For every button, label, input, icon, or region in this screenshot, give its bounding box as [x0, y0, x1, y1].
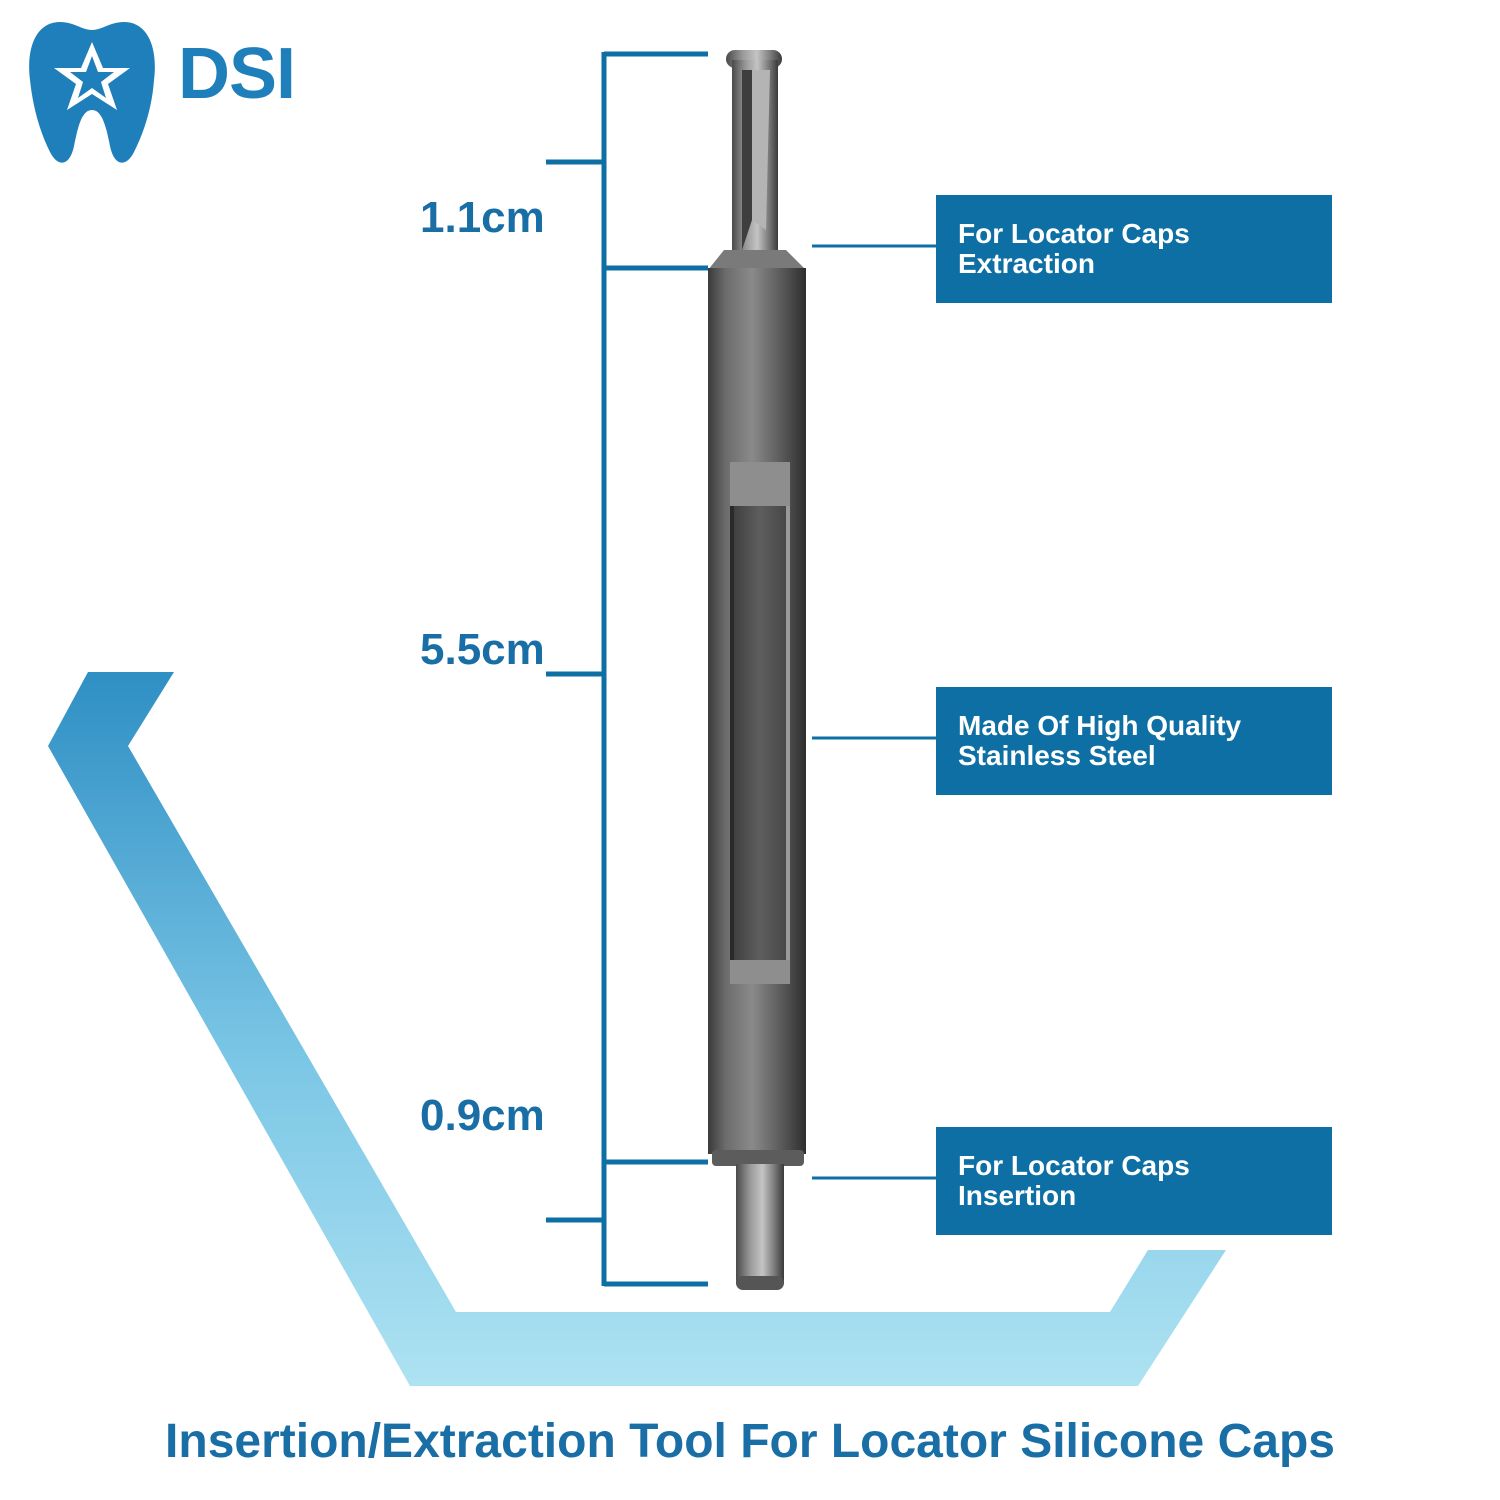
callout-material-line2: Stainless Steel	[958, 740, 1156, 771]
callout-material-line1: Made Of High Quality	[958, 710, 1242, 741]
dimension-label-insertion-tip: 0.9cm	[420, 1091, 545, 1140]
callout-material: Made Of High Quality Stainless Steel	[936, 687, 1332, 795]
measurement-bracket	[546, 51, 708, 1287]
brand-name: DSI	[178, 34, 296, 114]
page-title: Insertion/Extraction Tool For Locator Si…	[165, 1415, 1335, 1468]
callout-insertion-line1: For Locator Caps	[958, 1150, 1190, 1181]
callout-insertion: For Locator Caps Insertion	[936, 1127, 1332, 1235]
tooth-star-logo-icon	[29, 22, 155, 163]
dimension-label-shaft: 5.5cm	[420, 625, 545, 674]
locator-tool-image	[708, 50, 806, 1290]
callout-insertion-line2: Insertion	[958, 1180, 1077, 1211]
callout-extraction: For Locator Caps Extraction	[936, 195, 1332, 303]
callout-extraction-line2: Extraction	[958, 248, 1095, 279]
dimension-label-extraction-tip: 1.1cm	[420, 193, 545, 242]
tray-decoration	[48, 672, 1226, 1386]
callout-connectors	[812, 244, 936, 1180]
callout-extraction-line1: For Locator Caps	[958, 218, 1190, 249]
